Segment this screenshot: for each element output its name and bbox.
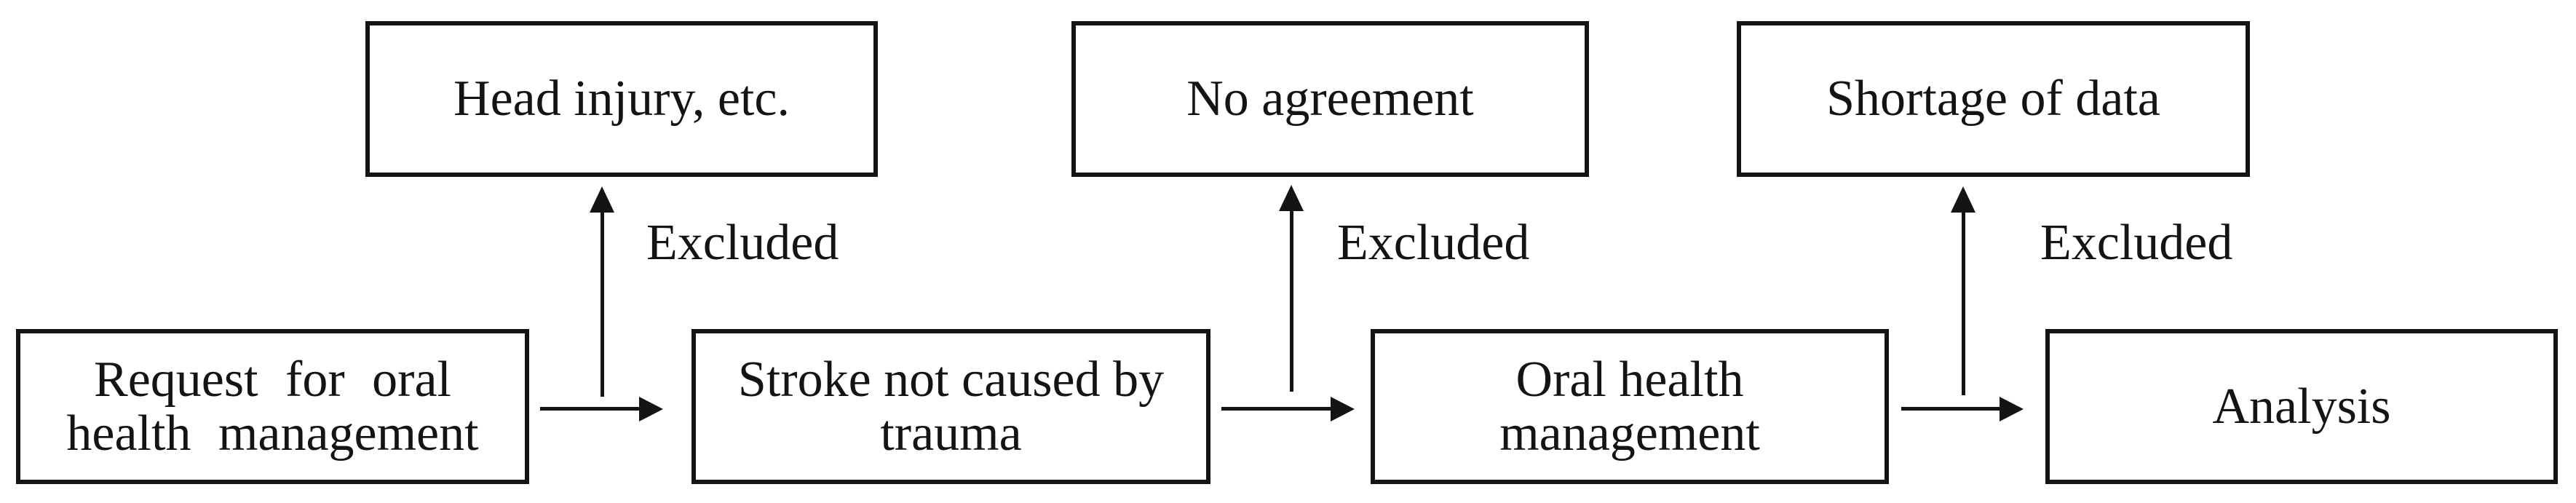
arrowhead-up-icon	[590, 186, 614, 213]
arrow-shaft	[1290, 210, 1293, 392]
process-box-label-line: trauma	[880, 405, 1022, 462]
excluded-box-label: Head injury, etc.	[453, 71, 790, 127]
excluded-box-shortage-of-data: Shortage of data	[1737, 21, 2250, 177]
arrowhead-right-icon	[639, 397, 663, 421]
excluded-arrow-label: Excluded	[2040, 215, 2233, 271]
arrow-shaft	[1962, 211, 1965, 395]
process-box-label-line: Analysis	[2212, 378, 2391, 435]
arrow-shaft	[1221, 407, 1331, 411]
process-box-stroke: Stroke not caused by trauma	[691, 329, 1210, 484]
excluded-arrow-label: Excluded	[1337, 215, 1530, 271]
excluded-box-label: No agreement	[1186, 71, 1474, 127]
process-box-request: Request for oral health management	[16, 329, 529, 484]
excluded-box-no-agreement: No agreement	[1071, 21, 1589, 177]
excluded-arrow-label: Excluded	[646, 215, 839, 271]
arrowhead-right-icon	[2000, 397, 2024, 421]
arrowhead-up-icon	[1279, 185, 1304, 211]
process-box-analysis: Analysis	[2045, 329, 2558, 484]
excluded-box-head-injury: Head injury, etc.	[365, 21, 878, 177]
process-box-label-line: Oral health	[1515, 351, 1744, 408]
process-box-label-line: Request for oral	[94, 351, 451, 408]
excluded-box-label: Shortage of data	[1826, 71, 2160, 127]
arrow-shaft	[601, 211, 604, 397]
process-box-label-line: Stroke not caused by	[737, 351, 1165, 408]
process-box-label-line: health management	[66, 405, 479, 462]
arrowhead-up-icon	[1951, 186, 1975, 213]
arrowhead-right-icon	[1331, 397, 1355, 421]
arrow-shaft	[540, 407, 639, 411]
process-box-label-line: management	[1499, 405, 1760, 462]
arrow-shaft	[1901, 407, 2000, 411]
process-box-oral-health: Oral health management	[1371, 329, 1889, 484]
